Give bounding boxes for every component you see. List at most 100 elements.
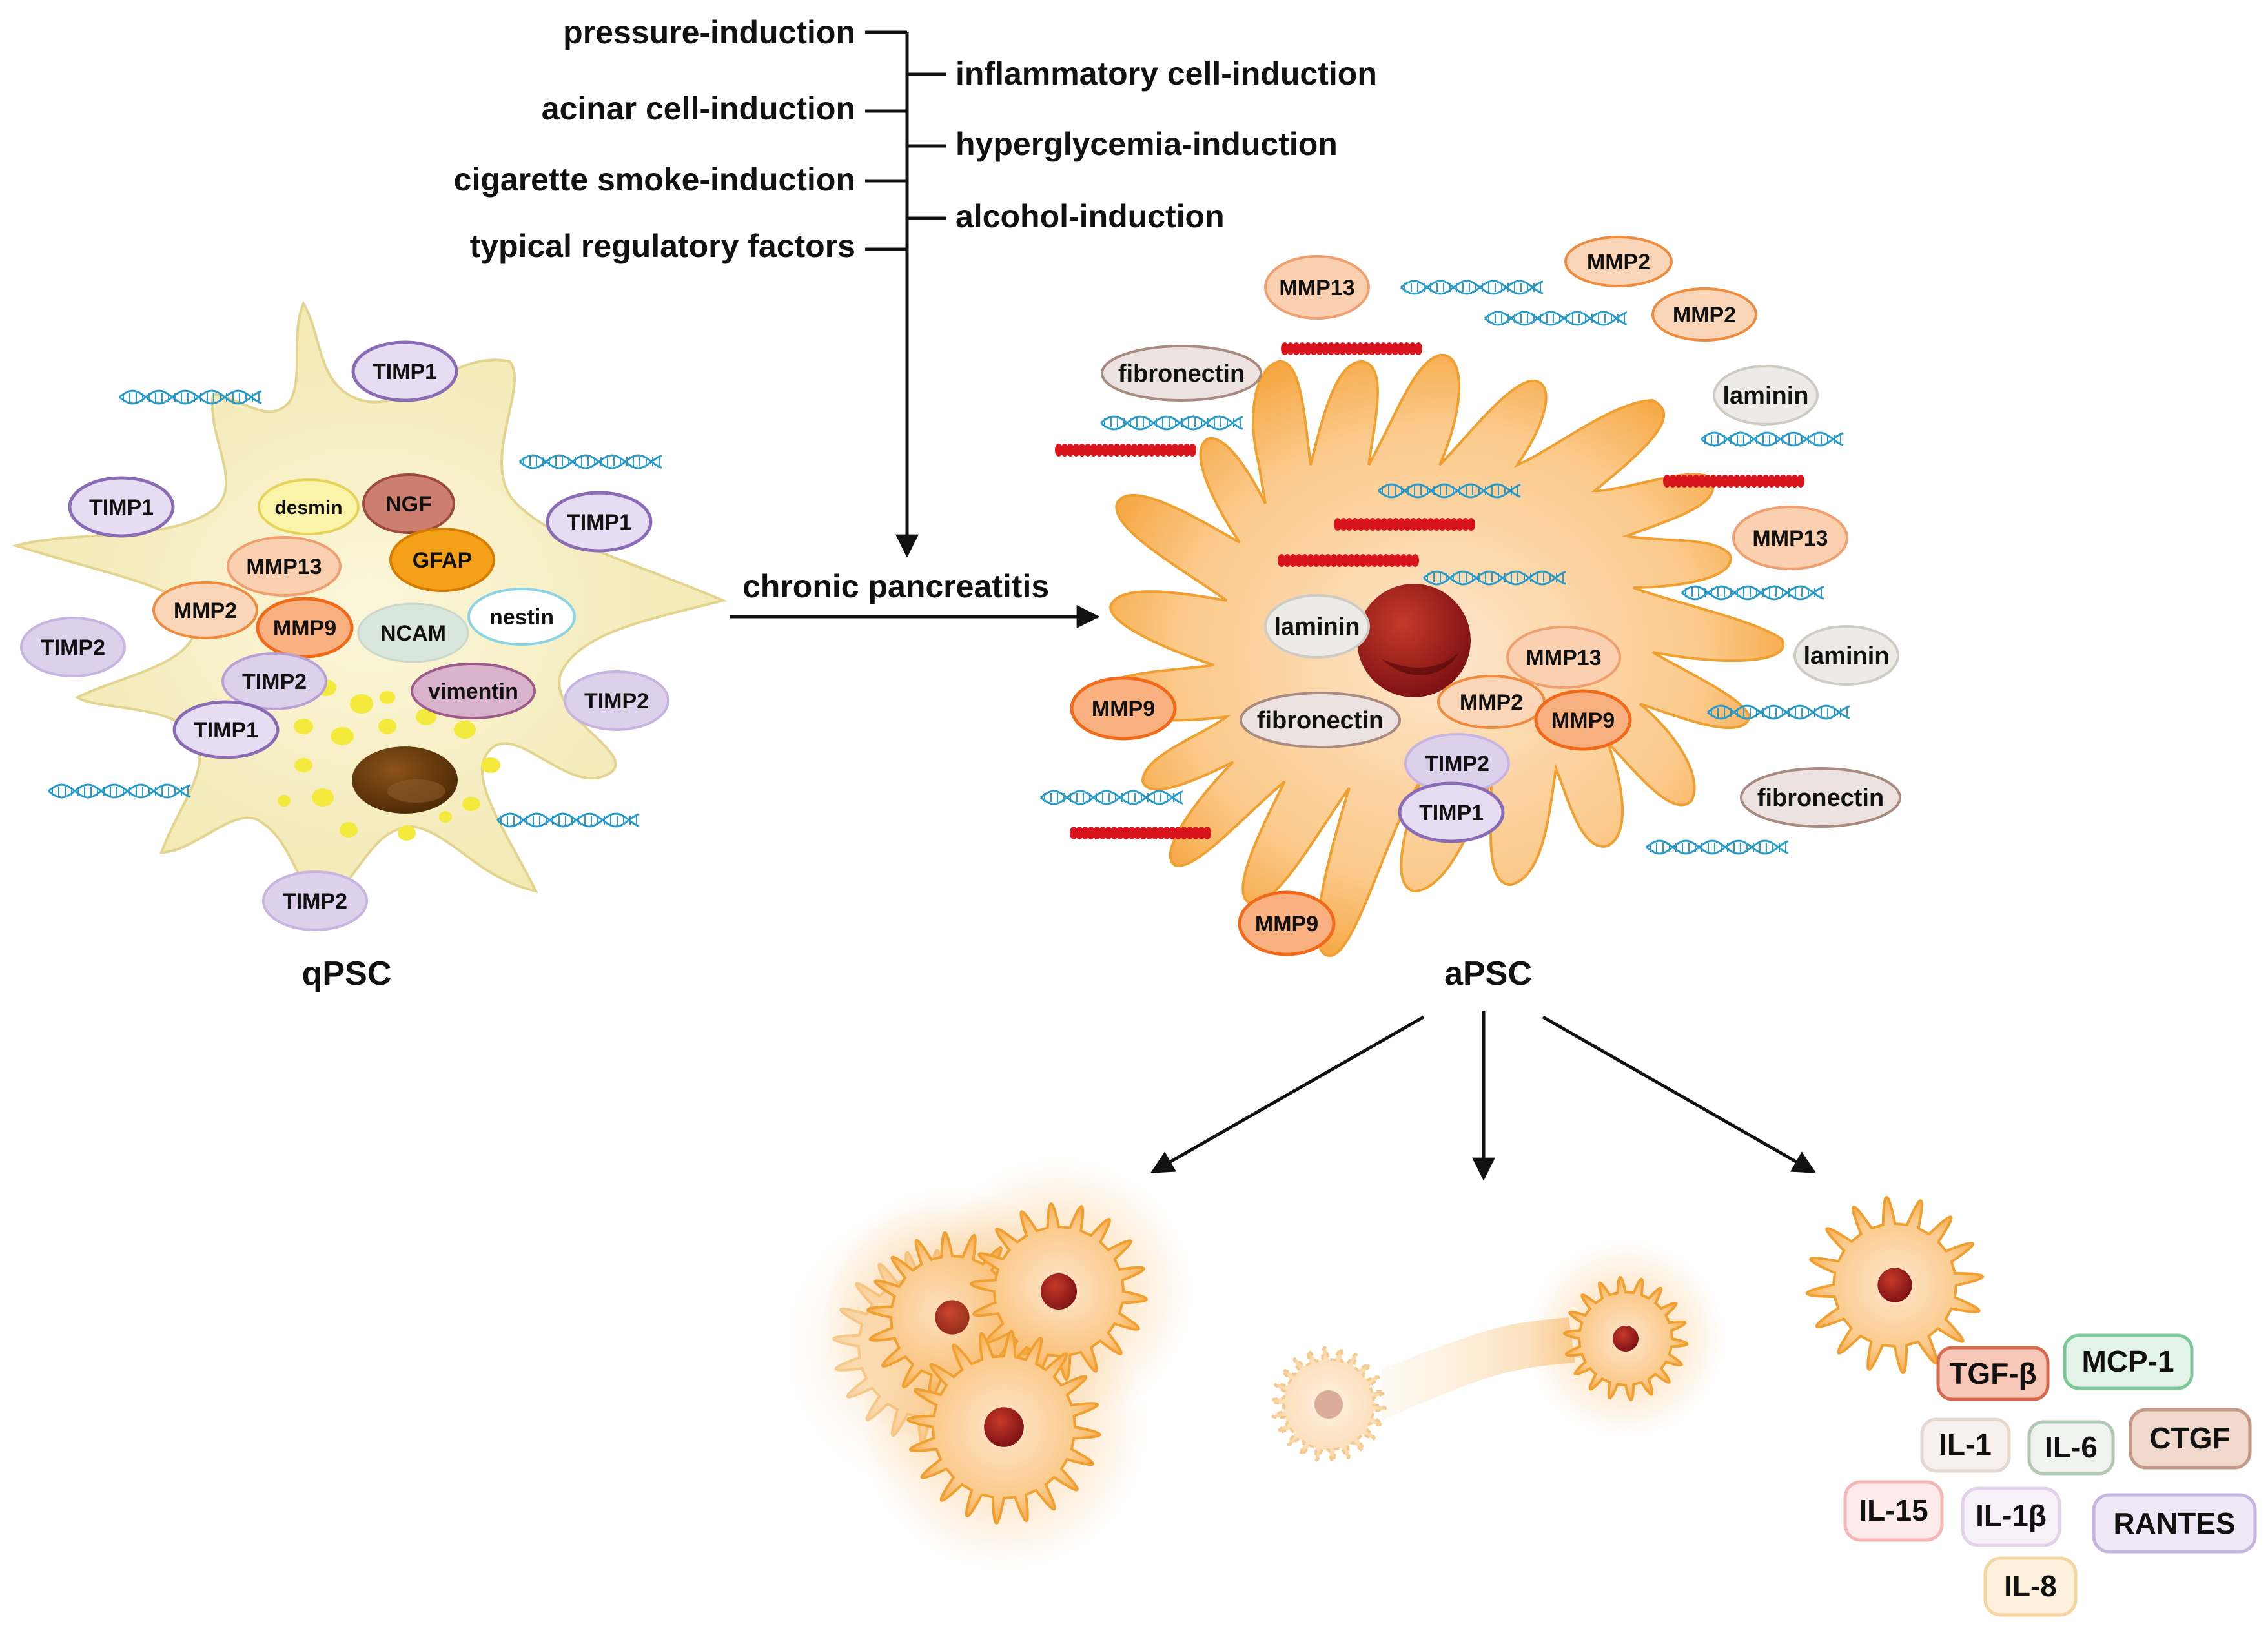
svg-text:TIMP1: TIMP1 bbox=[567, 510, 631, 535]
dna-helix bbox=[1701, 431, 1844, 447]
dna-helix bbox=[1378, 483, 1521, 499]
qpsc-body bbox=[11, 300, 728, 912]
mmp9-inner bbox=[1534, 689, 1632, 751]
svg-text:TIMP2: TIMP2 bbox=[1425, 752, 1489, 776]
dna-helix-icon bbox=[48, 280, 1850, 855]
dna-helix bbox=[1400, 280, 1544, 295]
svg-text:MMP9: MMP9 bbox=[273, 616, 336, 641]
proliferation-cell-3 bbox=[862, 1285, 1146, 1569]
fibronectin-inner bbox=[1240, 692, 1401, 748]
laminin-top bbox=[1713, 365, 1819, 426]
svg-text:TIMP1: TIMP1 bbox=[373, 360, 437, 384]
mmp2-top1 bbox=[1564, 236, 1673, 287]
factor-cigarette: cigarette smoke-induction bbox=[454, 161, 855, 198]
dna-helix bbox=[496, 812, 640, 828]
timp1-inner-a bbox=[1398, 781, 1505, 843]
svg-text:laminin: laminin bbox=[1803, 643, 1889, 670]
apsc-label: aPSC bbox=[1444, 955, 1532, 992]
svg-text:MMP2: MMP2 bbox=[174, 599, 237, 623]
collagen-fiber bbox=[1278, 554, 1419, 567]
collagen-fiber-icon bbox=[1055, 342, 1804, 839]
svg-text:fibronectin: fibronectin bbox=[1757, 785, 1884, 812]
svg-text:MMP2: MMP2 bbox=[1587, 250, 1650, 274]
factor-typical: typical regulatory factors bbox=[470, 228, 855, 264]
cytokine-tgfb bbox=[1936, 1346, 2050, 1401]
cytokine-il1 bbox=[1920, 1417, 2011, 1473]
svg-text:fibronectin: fibronectin bbox=[1118, 360, 1245, 387]
mmp13-top bbox=[1264, 255, 1370, 320]
svg-text:IL-6: IL-6 bbox=[2045, 1430, 2098, 1464]
cytokine-ctgf bbox=[2129, 1408, 2252, 1470]
svg-text:desmin: desmin bbox=[274, 497, 342, 519]
marker-desmin bbox=[258, 478, 360, 535]
marker-timp1-inner bbox=[172, 700, 280, 759]
laminin-inner bbox=[1264, 594, 1370, 659]
factor-alcohol: alcohol-induction bbox=[955, 198, 1225, 234]
cytokine-rantes bbox=[2092, 1493, 2257, 1554]
svg-text:MMP13: MMP13 bbox=[1279, 276, 1354, 300]
svg-text:nestin: nestin bbox=[489, 605, 554, 630]
svg-text:IL-15: IL-15 bbox=[1859, 1494, 1928, 1527]
svg-text:NGF: NGF bbox=[385, 492, 432, 517]
qpsc-cell bbox=[11, 300, 728, 912]
marker-mmp9 bbox=[256, 597, 354, 659]
svg-text:MMP13: MMP13 bbox=[1526, 646, 1601, 670]
migration-cell bbox=[1527, 1240, 1724, 1437]
laminin-right bbox=[1793, 625, 1899, 686]
lipid-droplets bbox=[278, 679, 500, 841]
timp2-left bbox=[20, 617, 126, 677]
svg-text:TIMP2: TIMP2 bbox=[584, 689, 649, 714]
dna-helix bbox=[1484, 311, 1628, 326]
dna-helix bbox=[1646, 839, 1789, 855]
apsc-markers: MMP13 MMP2 MMP2 fibronectin laminin MMP1… bbox=[1070, 236, 1901, 956]
svg-text:MCP-1: MCP-1 bbox=[2081, 1344, 2174, 1378]
fibronectin-right bbox=[1740, 767, 1901, 828]
mmp9-bottom bbox=[1238, 890, 1336, 956]
collagen-fiber bbox=[1663, 475, 1804, 488]
svg-text:IL-1: IL-1 bbox=[1939, 1428, 1992, 1461]
svg-text:TIMP2: TIMP2 bbox=[242, 670, 307, 694]
mmp13-inner bbox=[1506, 626, 1621, 689]
svg-text:TGF-β: TGF-β bbox=[1949, 1357, 2036, 1390]
bracket-lines bbox=[865, 30, 946, 558]
mmp9-left bbox=[1070, 676, 1177, 741]
svg-text:CTGF: CTGF bbox=[2149, 1421, 2230, 1455]
qpsc-markers: desmin NGF GFAP MMP13 MMP2 MMP9 NCAM nes… bbox=[152, 473, 576, 759]
cytokine-il8 bbox=[1983, 1556, 2078, 1617]
svg-text:MMP9: MMP9 bbox=[1551, 708, 1615, 733]
timp1-left bbox=[68, 476, 175, 538]
qpsc-label: qPSC bbox=[302, 955, 392, 992]
svg-text:TIMP2: TIMP2 bbox=[283, 889, 347, 914]
migration-trail bbox=[1382, 1317, 1575, 1421]
outcome-cells bbox=[788, 1159, 1984, 1569]
mmp2-top2 bbox=[1651, 287, 1757, 342]
svg-text:fibronectin: fibronectin bbox=[1257, 707, 1384, 734]
svg-text:TIMP1: TIMP1 bbox=[194, 718, 258, 743]
marker-mmp2 bbox=[152, 581, 258, 639]
timp2-bottom bbox=[262, 870, 368, 931]
dna-helix bbox=[1423, 570, 1566, 586]
svg-text:TIMP1: TIMP1 bbox=[1419, 801, 1484, 825]
factor-hyperglycemia: hyperglycemia-induction bbox=[955, 126, 1338, 162]
svg-text:RANTES: RANTES bbox=[2113, 1506, 2235, 1540]
svg-text:laminin: laminin bbox=[1274, 613, 1360, 641]
mmp13-right bbox=[1732, 506, 1848, 570]
svg-text:TIMP2: TIMP2 bbox=[41, 635, 105, 660]
factor-acinar: acinar cell-induction bbox=[542, 90, 855, 127]
dna-helix bbox=[1040, 790, 1183, 805]
collagen-fiber bbox=[1055, 444, 1196, 457]
cytokine-il6 bbox=[2027, 1420, 2115, 1476]
svg-text:TIMP1: TIMP1 bbox=[89, 495, 154, 520]
timp2-right bbox=[564, 670, 669, 731]
chronic-pancreatitis-label: chronic pancreatitis bbox=[742, 568, 1049, 604]
qpsc-nucleus bbox=[352, 746, 458, 814]
dna-helix bbox=[1707, 704, 1850, 720]
dna-helix bbox=[1100, 415, 1243, 431]
marker-gfap bbox=[389, 528, 495, 592]
svg-text:MMP9: MMP9 bbox=[1255, 912, 1318, 936]
cytokines: TGF-β MCP-1 IL-1 IL-6 CTGF IL-15 IL-1β R… bbox=[1843, 1333, 2257, 1617]
dna-helix bbox=[48, 783, 191, 799]
apsc-nucleus bbox=[1357, 584, 1471, 697]
svg-text:GFAP: GFAP bbox=[413, 548, 473, 573]
